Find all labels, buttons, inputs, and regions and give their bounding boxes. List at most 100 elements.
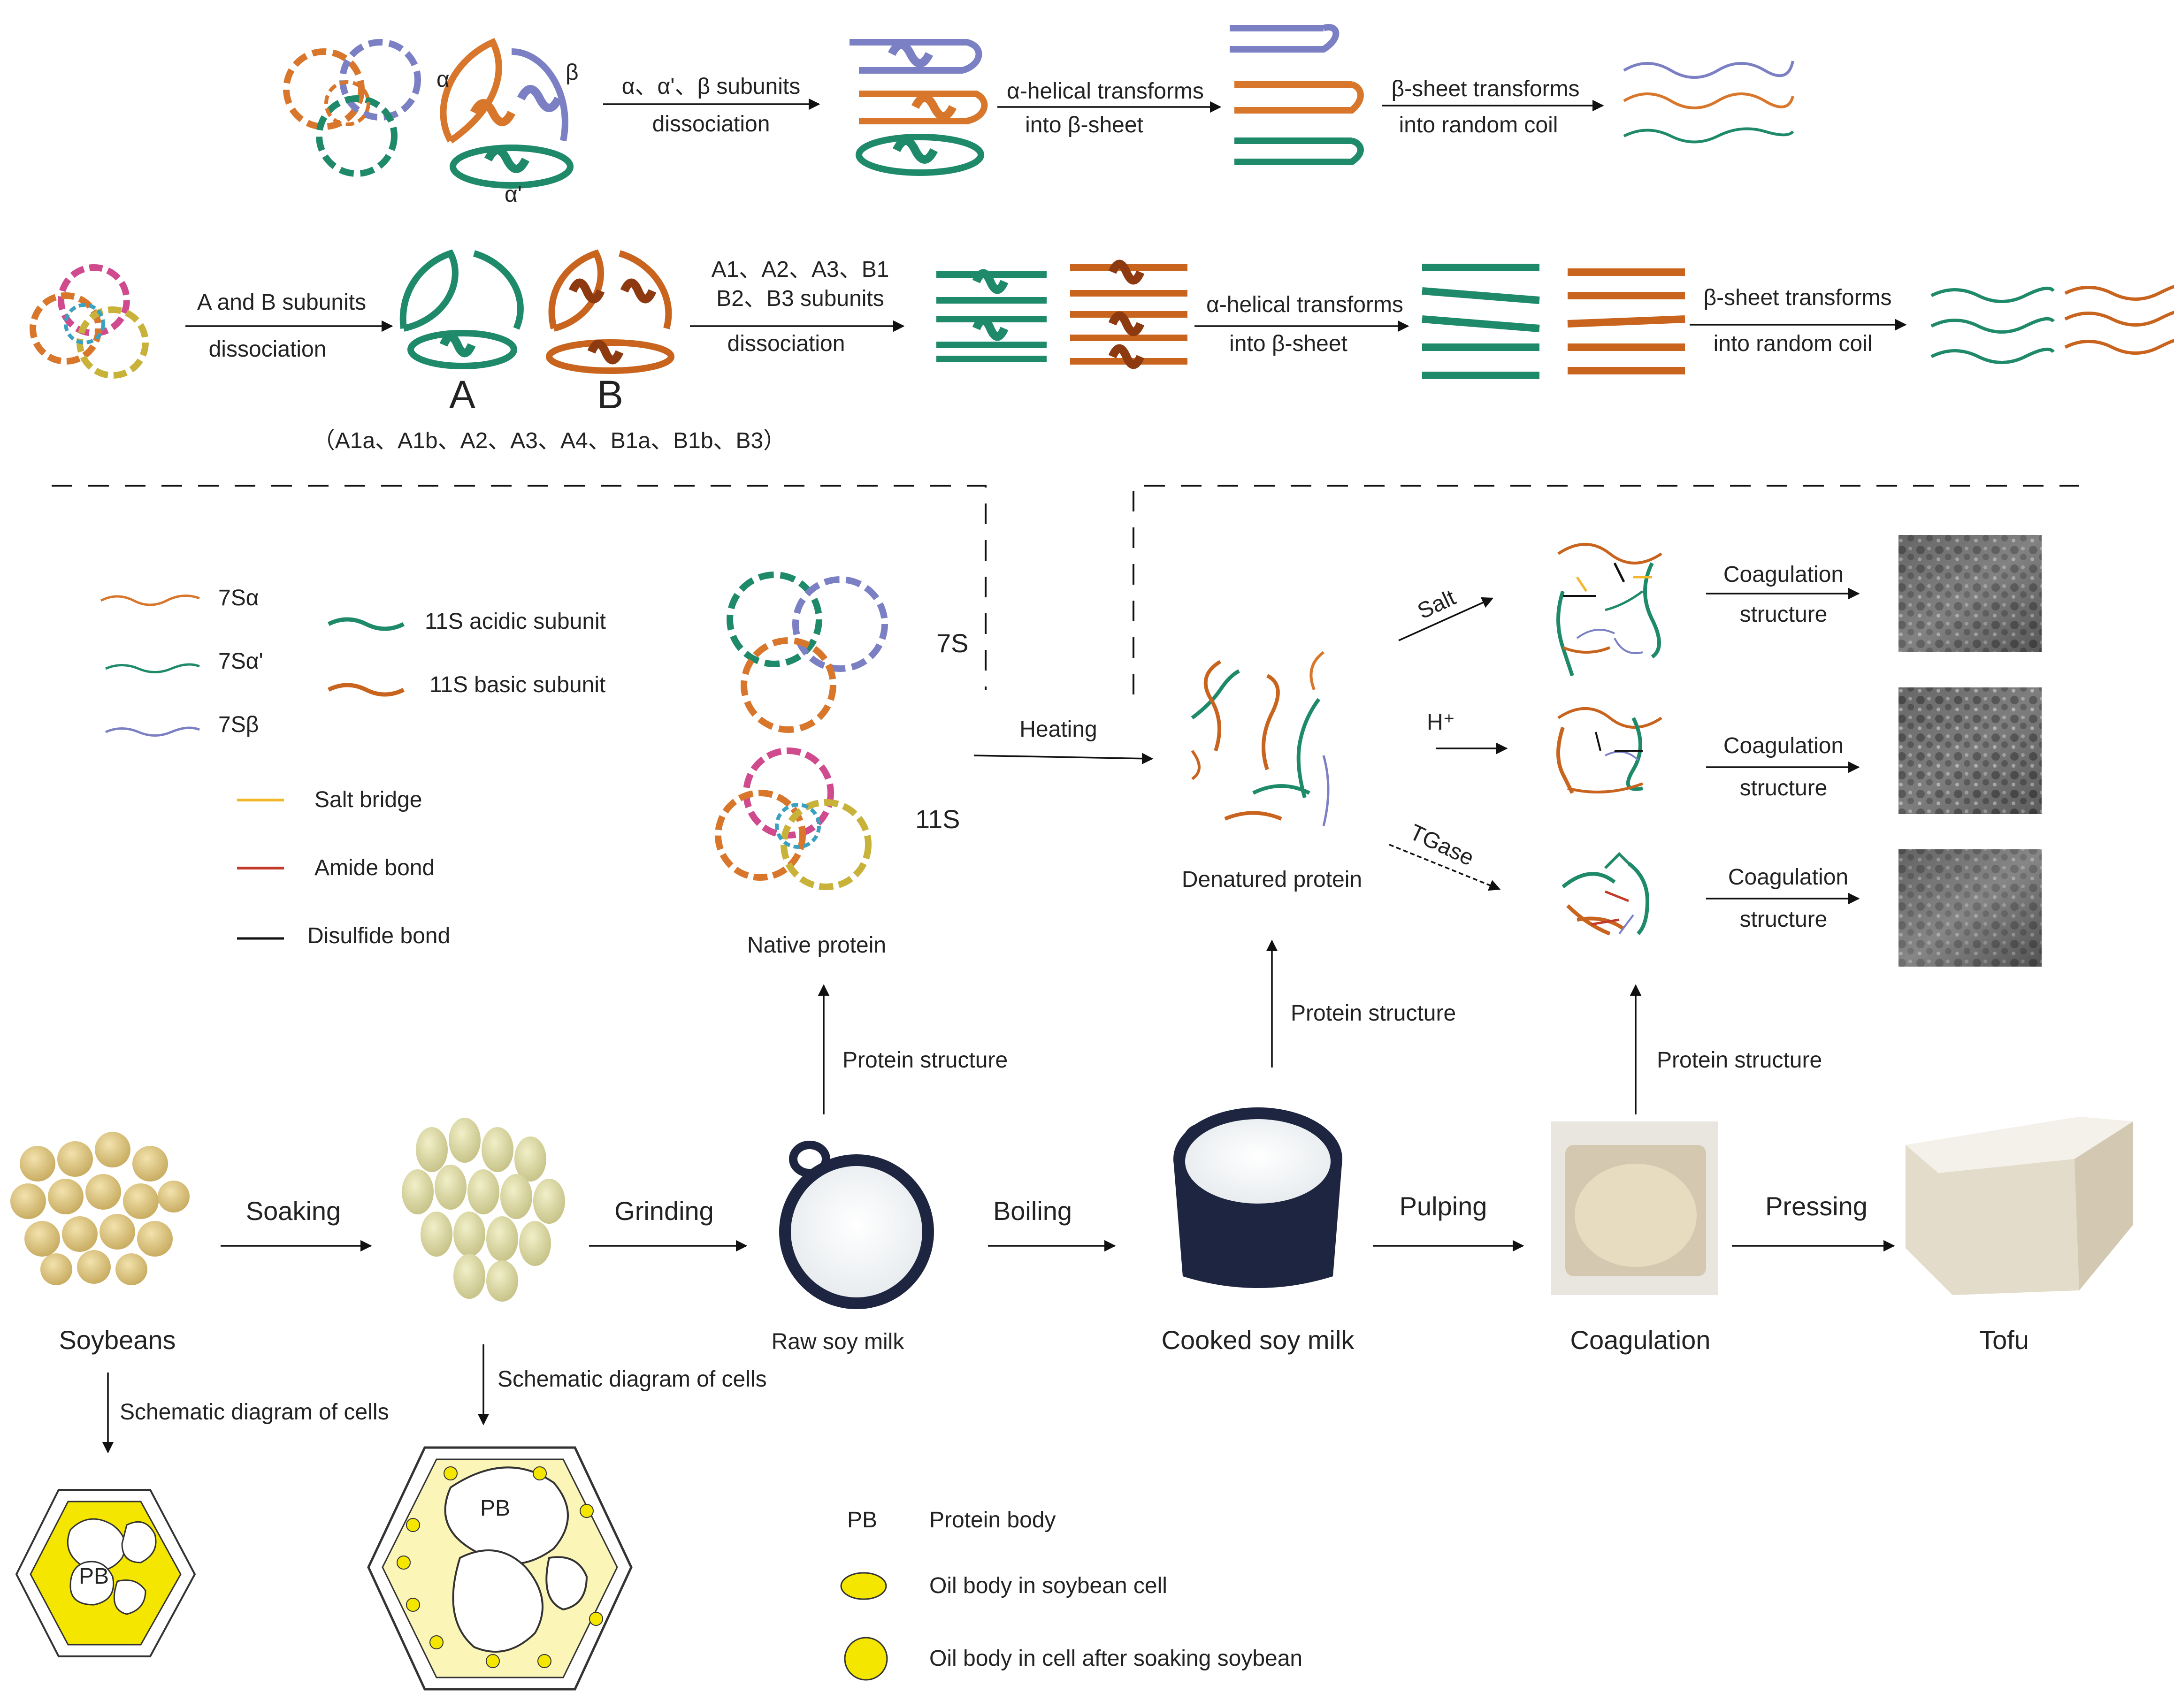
pb-label-dry: PB: [79, 1564, 109, 1589]
alpha-label: α: [436, 67, 450, 92]
label-7s: 7S: [936, 628, 969, 658]
coagulation-label: Coagulation: [1570, 1325, 1711, 1355]
native-protein-group: 7S 11S Native protein: [715, 572, 969, 958]
coag-h-plus-bottom: structure: [1740, 776, 1828, 801]
soaked-beans-image: [402, 1118, 565, 1302]
7s-random-coils: [1623, 61, 1794, 144]
legend-11s-basic: 11S basic subunit: [429, 672, 605, 697]
raw-soy-milk-label: Raw soy milk: [772, 1329, 905, 1354]
11s-step4-top: β-sheet transforms: [1703, 285, 1891, 310]
legend-7s-alpha: 7Sα: [218, 586, 259, 610]
11s-step2-line2: B2、B3 subunits: [716, 286, 884, 311]
tofu-image: [1906, 1117, 2133, 1295]
schematic-dry-label: Schematic diagram of cells: [120, 1400, 389, 1425]
7s-subunits-triangle: [440, 38, 574, 189]
bottom-legend: PB Protein body Oil body in soybean cell…: [840, 1508, 1302, 1681]
protein-structure-raw-label: Protein structure: [842, 1048, 1008, 1073]
soybeans-label: Soybeans: [59, 1325, 176, 1355]
7s-step3-bottom: into random coil: [1399, 113, 1558, 137]
soaked-cell-diagram: PB: [367, 1446, 633, 1691]
11s-random-coils: [1930, 285, 2174, 364]
7s-step1-top: α、α'、β subunits: [622, 74, 800, 99]
bottom-legend-pb: PB: [847, 1508, 877, 1533]
native-7s-ribbon-image: [283, 39, 421, 177]
7s-step2-top: α-helical transforms: [1007, 79, 1204, 104]
legend-salt-bridge: Salt bridge: [314, 787, 422, 812]
cooked-soy-milk-label: Cooked soy milk: [1162, 1325, 1355, 1355]
subunit-a-label: A: [449, 373, 475, 417]
tofu-label: Tofu: [1979, 1325, 2029, 1355]
legend-disulfide-bond: Disulfide bond: [307, 923, 450, 948]
alpha-prime-label: α': [505, 182, 522, 207]
7s-step3-top: β-sheet transforms: [1391, 76, 1579, 101]
arrow-tgase: [1389, 844, 1501, 891]
native-protein-label: Native protein: [747, 933, 886, 958]
dry-cell-diagram: PB: [15, 1489, 196, 1657]
coag-salt-bottom: structure: [1740, 602, 1828, 627]
denatured-protein-label: Denatured protein: [1182, 867, 1362, 892]
7s-separated-subunits: [850, 39, 988, 176]
legend: 7Sα 7Sα' 7Sβ 11S acidic subunit 11S basi…: [100, 586, 606, 948]
subunit-b-label: B: [597, 373, 623, 417]
11s-subunit-b-triangle: [546, 249, 674, 374]
heating-label: Heating: [1019, 717, 1097, 742]
h-plus-network: [1556, 707, 1662, 794]
legend-11s-basic-swatch: [327, 683, 405, 697]
legend-7s-alpha-prime-swatch: [105, 663, 200, 673]
tgase-network: [1562, 852, 1650, 936]
coagulation-labels: Coagulation structure Coagulation struct…: [1706, 562, 1860, 932]
11s-step1-bottom: dissociation: [209, 337, 327, 362]
11s-step4-bottom: into random coil: [1714, 331, 1873, 356]
legend-7s-alpha-swatch: [100, 595, 200, 606]
boiling-label: Boiling: [993, 1196, 1072, 1226]
11s-step2-line1: A1、A2、A3、B1: [712, 257, 889, 282]
7s-step1-bottom: dissociation: [652, 112, 770, 137]
oil-body-soaked-swatch: [844, 1637, 888, 1681]
cell-schematics: Schematic diagram of cells Schematic dia…: [15, 1344, 767, 1691]
native-7s-ribbon: [727, 572, 888, 733]
arrow-heating: [973, 753, 1154, 764]
salt-network: [1556, 543, 1662, 677]
legend-11s-acidic: 11S acidic subunit: [425, 609, 606, 634]
11s-step3-top: α-helical transforms: [1206, 292, 1403, 317]
coagulation-image: [1551, 1121, 1718, 1295]
oil-body-soybean-swatch: [840, 1572, 887, 1600]
protein-structure-cooked-label: Protein structure: [1291, 1001, 1456, 1026]
11s-beta-sheets: [1422, 264, 1685, 379]
dashed-separators: [52, 485, 2079, 694]
coag-h-plus-top: Coagulation: [1723, 733, 1844, 758]
arrow-salt: [1398, 597, 1494, 641]
protein-structure-coag-label: Protein structure: [1657, 1048, 1822, 1073]
sem-images: [1898, 535, 2042, 967]
bottom-legend-oil-soaked: Oil body in cell after soaking soybean: [929, 1646, 1302, 1671]
coag-tgase-top: Coagulation: [1728, 865, 1848, 890]
process-row: Soybeans Soaking Grinding: [10, 1107, 2133, 1355]
soybeans-image: [10, 1132, 190, 1285]
coag-salt-top: Coagulation: [1723, 562, 1844, 587]
bottom-legend-protein-body: Protein body: [929, 1508, 1056, 1533]
bottom-legend-oil-soybean: Oil body in soybean cell: [929, 1573, 1167, 1598]
tgase-label: TGase: [1406, 820, 1477, 871]
cooked-soy-milk-image: [1173, 1107, 1342, 1288]
salt-label: Salt: [1414, 585, 1459, 624]
grinding-label: Grinding: [614, 1196, 714, 1226]
h-plus-label: H⁺: [1427, 710, 1455, 735]
pulping-label: Pulping: [1400, 1191, 1487, 1221]
row2-11s-pathway: A and B subunits dissociation A B （A1a、A…: [30, 249, 2174, 453]
legend-11s-acidic-swatch: [327, 617, 405, 631]
native-11s-ribbon-image: [30, 264, 149, 379]
11s-separated-subunits: [936, 259, 1187, 369]
denatured-protein-coils: [1191, 651, 1330, 826]
11s-subunit-a-triangle: [399, 249, 524, 369]
legend-7s-alpha-prime: 7Sα': [218, 649, 263, 674]
raw-soy-milk-image: [779, 1141, 934, 1309]
11s-step3-bottom: into β-sheet: [1229, 331, 1347, 356]
native-11s-ribbon: [715, 747, 872, 890]
11s-subunits-list: （A1a、A1b、A2、A3、A4、B1a、B1b、B3）: [313, 428, 786, 453]
11s-step1-top: A and B subunits: [197, 290, 366, 315]
legend-amide-bond: Amide bond: [314, 855, 435, 880]
legend-7s-beta: 7Sβ: [218, 712, 259, 737]
legend-7s-beta-swatch: [105, 726, 200, 737]
11s-step2-bottom: dissociation: [727, 331, 845, 356]
schematic-soaked-label: Schematic diagram of cells: [498, 1367, 767, 1392]
